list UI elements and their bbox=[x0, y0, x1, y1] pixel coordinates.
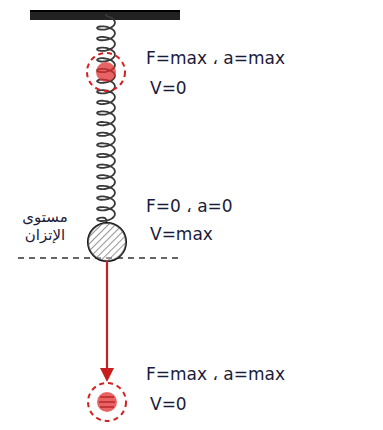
top-position-outline bbox=[87, 53, 125, 91]
state-label: F=0 ، a=0 bbox=[146, 196, 233, 216]
top-position-mass bbox=[96, 62, 116, 82]
state-label: V=0 bbox=[150, 78, 187, 98]
bottom-position-mass bbox=[97, 392, 117, 412]
equilibrium-label: مستوى الإتزان bbox=[10, 208, 80, 244]
bottom-mass-lines bbox=[99, 397, 115, 407]
arrow-head bbox=[100, 368, 114, 382]
bottom-position-outline bbox=[88, 383, 126, 421]
mass-shade bbox=[88, 223, 126, 261]
state-label: F=max ، a=max bbox=[146, 48, 285, 68]
state-label: V=max bbox=[150, 224, 213, 244]
equilibrium-mass bbox=[88, 223, 126, 261]
ceiling-bar bbox=[30, 11, 180, 20]
state-label: V=0 bbox=[150, 394, 187, 414]
displacement-arrow bbox=[106, 261, 108, 372]
ceiling-edge bbox=[30, 10, 180, 12]
spring-coil bbox=[97, 14, 115, 224]
state-label: F=max ، a=max bbox=[146, 364, 285, 384]
